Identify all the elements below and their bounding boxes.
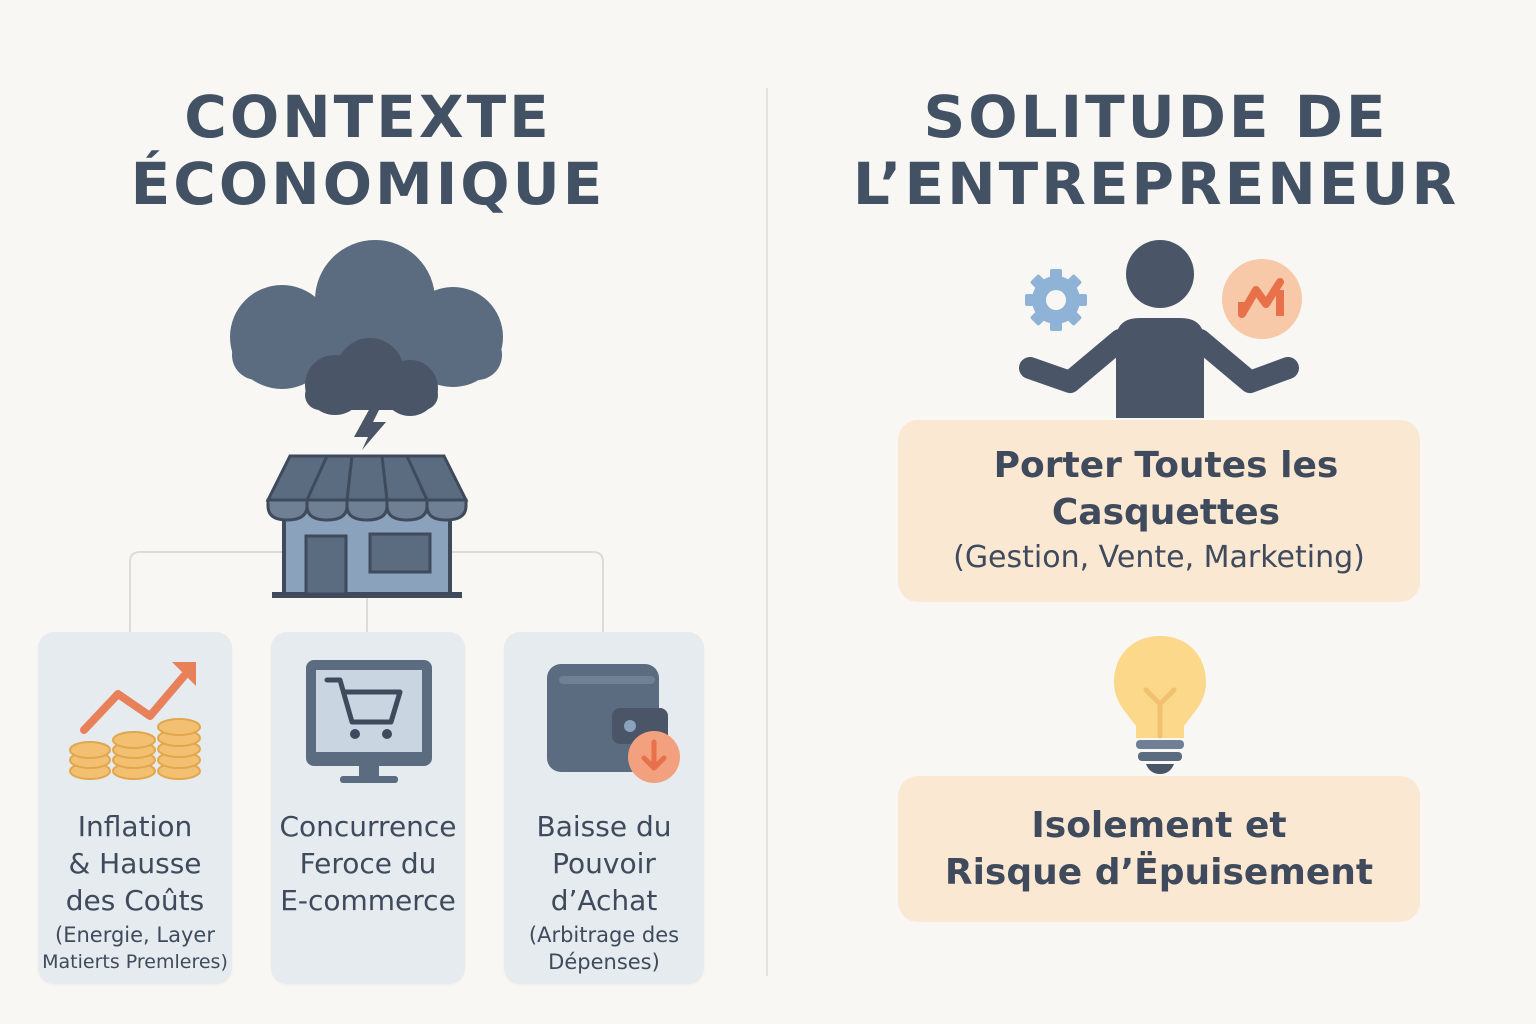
- box-all-hats-title: Porter Toutes les Casquettes: [912, 442, 1420, 536]
- box-isolation-title: Isolement et Risque d’Ëpuisement: [898, 802, 1420, 896]
- card-ecommerce-title-line-3: E-commerce: [280, 884, 456, 917]
- card-purchasing-power: Baisse du Pouvoir d’Achat (Arbitrage des…: [504, 632, 704, 984]
- chart-badge-icon: [1222, 259, 1302, 339]
- right-title-line-2: L’ENTREPRENEUR: [852, 150, 1460, 218]
- box-all-hats: Porter Toutes les Casquettes (Gestion, V…: [898, 420, 1420, 602]
- card-purchasing-title-line-2: Pouvoir: [552, 847, 656, 880]
- card-purchasing-sub-line-2: Dépenses): [548, 950, 660, 974]
- card-inflation-subtitle: (Energie, Layer Matierts Premleres): [38, 922, 232, 976]
- right-section-title: SOLITUDE DE L’ENTREPRENEUR: [846, 84, 1466, 218]
- connector-lines: [129, 551, 604, 632]
- left-section-title: CONTEXTE ÉCONOMIQUE: [80, 84, 656, 218]
- card-purchasing-title-line-3: d’Achat: [550, 884, 658, 917]
- card-ecommerce: Concurrence Feroce du E-commerce: [271, 632, 465, 984]
- box-isolation: Isolement et Risque d’Ëpuisement: [898, 776, 1420, 922]
- box-all-hats-title-line-2: Casquettes: [1051, 492, 1281, 533]
- wallet-down-icon: [547, 664, 680, 783]
- left-title-line-1: CONTEXTE: [184, 83, 552, 151]
- gear-icon: [1025, 269, 1087, 331]
- card-inflation-title-line-2: & Hausse: [68, 847, 202, 880]
- computer-cart-icon: [306, 660, 432, 783]
- card-inflation-sub-line-1: (Energie, Layer: [55, 923, 215, 947]
- box-isolation-title-line-1: Isolement et: [1031, 805, 1287, 846]
- left-title-line-2: ÉCONOMIQUE: [130, 150, 606, 218]
- card-ecommerce-title: Concurrence Feroce du E-commerce: [271, 808, 465, 919]
- box-all-hats-title-line-1: Porter Toutes les: [993, 445, 1339, 486]
- card-inflation-title-line-3: des Coûts: [65, 884, 205, 917]
- card-purchasing-sub-line-1: (Arbitrage des: [528, 923, 680, 947]
- right-title-line-1: SOLITUDE DE: [923, 83, 1389, 151]
- card-inflation: Inflation & Hausse des Coûts (Energie, L…: [38, 632, 232, 984]
- card-inflation-sub-line-2: Matierts Premleres): [42, 951, 228, 973]
- card-ecommerce-title-line-1: Concurrence: [279, 810, 457, 843]
- card-ecommerce-title-line-2: Feroce du: [299, 847, 437, 880]
- person-icon: [1019, 240, 1299, 418]
- box-isolation-title-line-2: Risque d’Ëpuisement: [944, 852, 1374, 893]
- card-inflation-title-line-1: Inflation: [77, 810, 193, 843]
- box-all-hats-subtitle: (Gestion, Vente, Marketing): [953, 540, 1365, 575]
- lightbulb-icon: [1114, 636, 1206, 774]
- card-purchasing-title: Baisse du Pouvoir d’Achat: [504, 808, 704, 919]
- storm-cloud-icon: [230, 240, 503, 450]
- card-purchasing-subtitle: (Arbitrage des Dépenses): [504, 922, 704, 976]
- card-purchasing-title-line-1: Baisse du: [536, 810, 672, 843]
- coins-trend-icon: [69, 662, 201, 780]
- card-inflation-title: Inflation & Hausse des Coûts: [38, 808, 232, 919]
- center-divider: [766, 88, 768, 976]
- shop-icon: [265, 454, 469, 598]
